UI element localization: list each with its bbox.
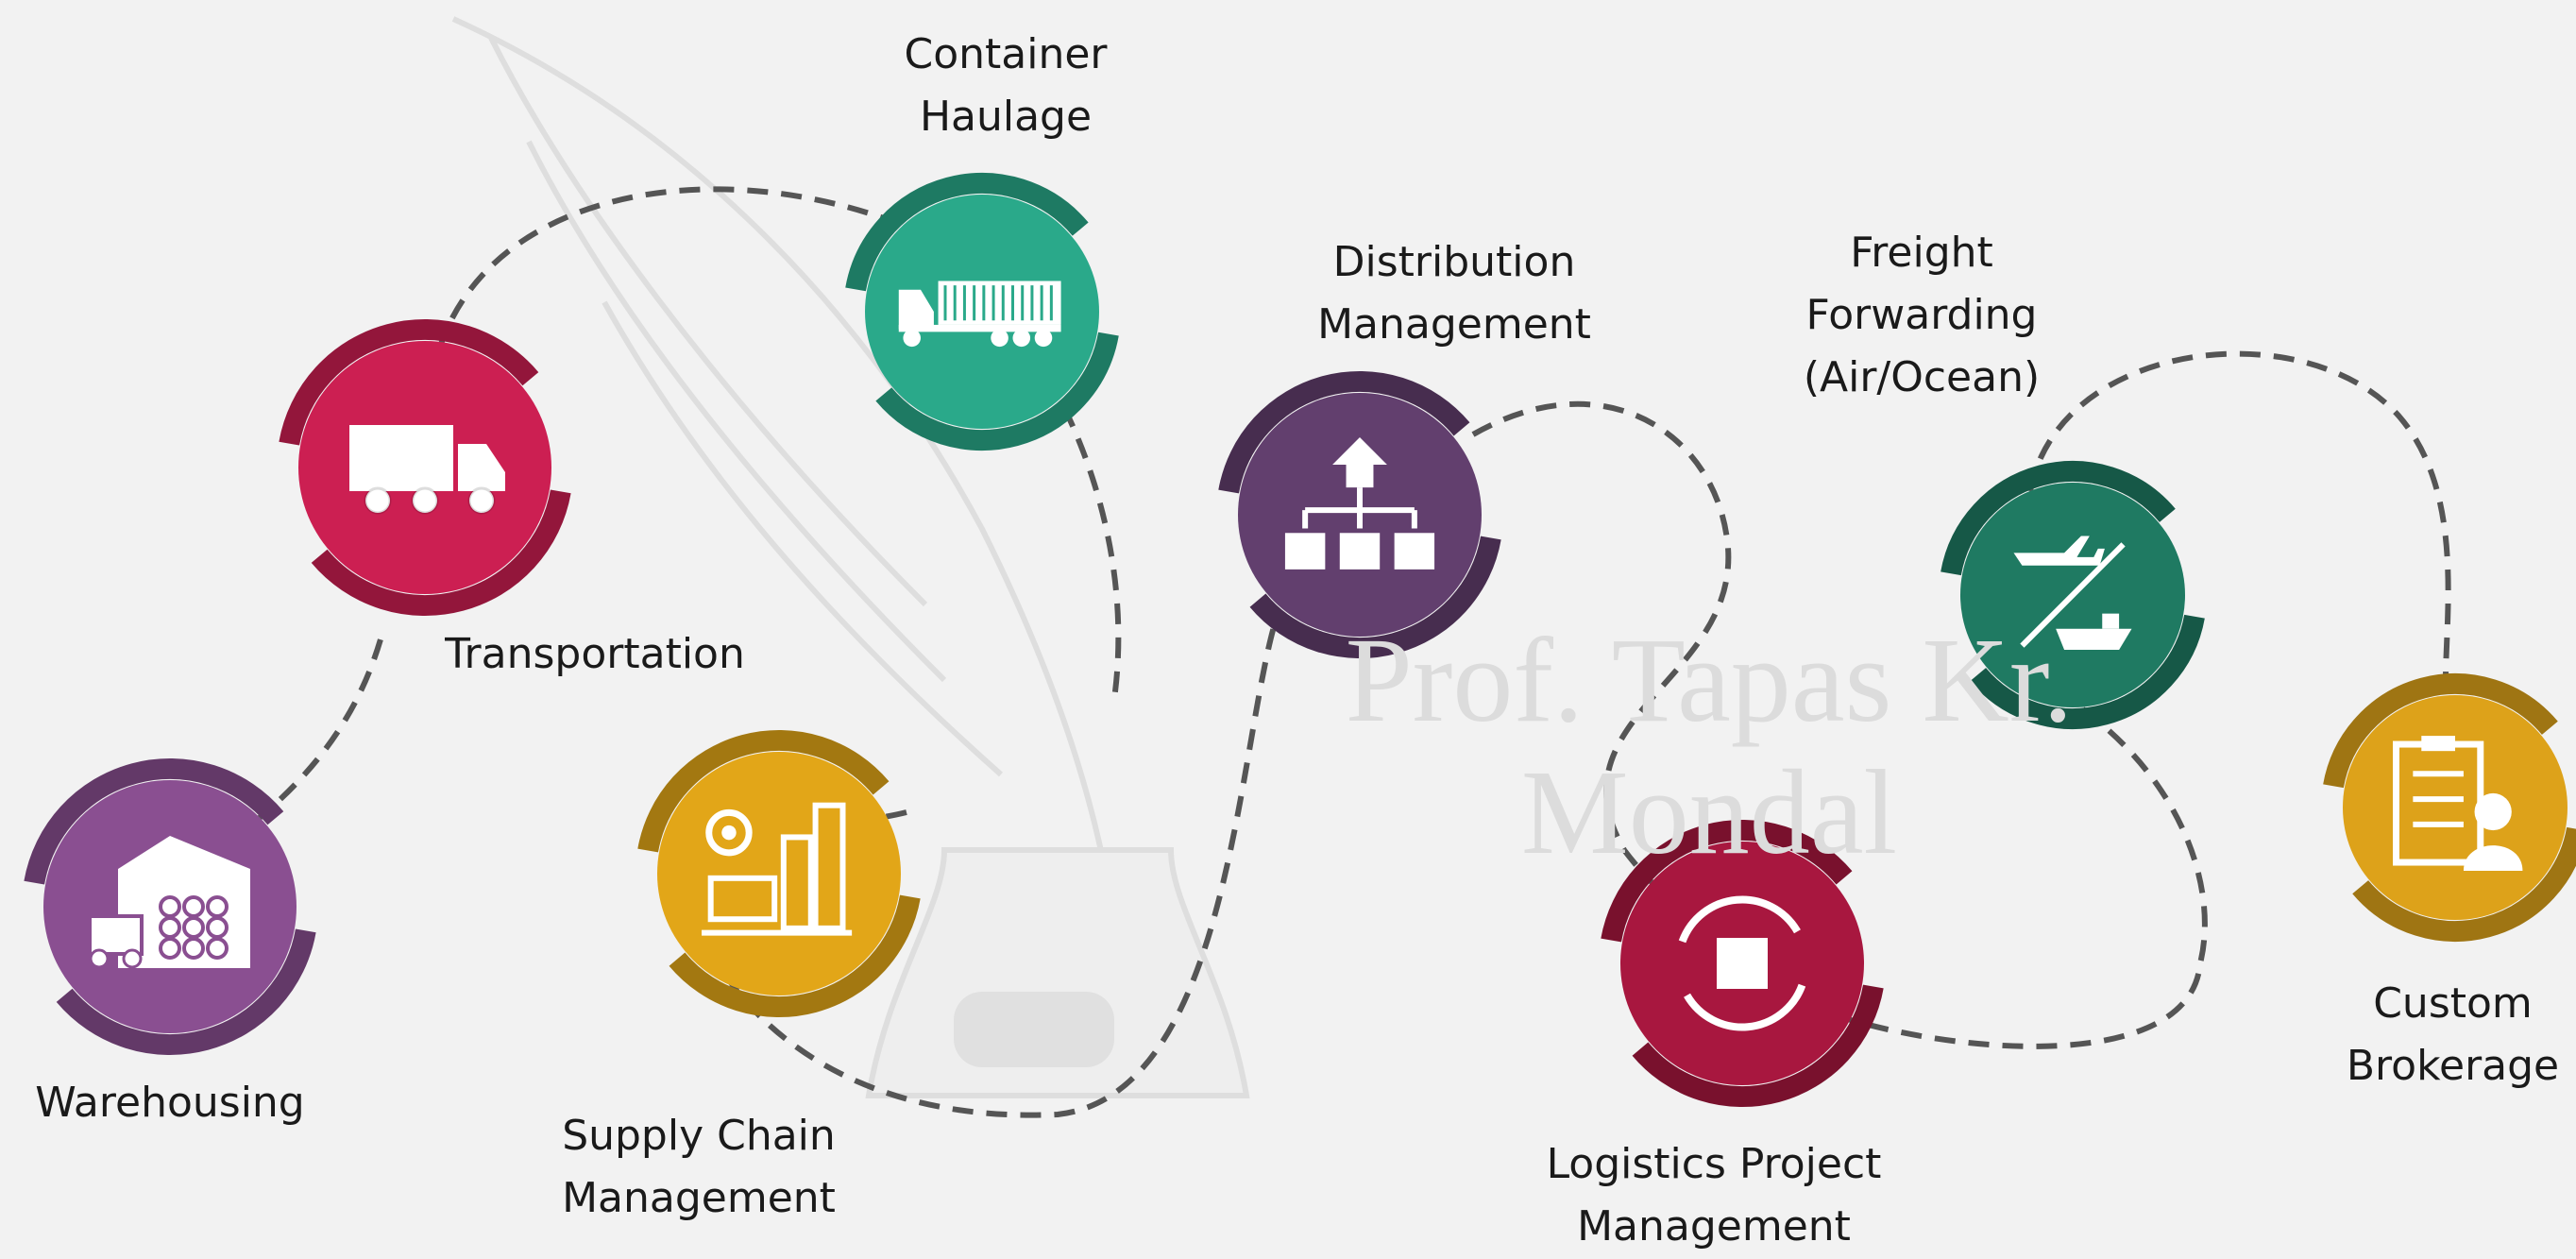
label-supply-chain: Supply Chain Management — [562, 1112, 836, 1222]
truck-icon — [349, 425, 505, 515]
label-custom-brokerage: Custom Brokerage — [2346, 979, 2560, 1090]
box-cycle-icon — [1678, 895, 1806, 1031]
customs-officer-icon — [2393, 736, 2523, 871]
container-truck-icon — [898, 281, 1061, 348]
node-freight-forwarding — [1940, 461, 2205, 729]
label-container-haulage: Container Haulage — [904, 30, 1108, 141]
node-logistics-project — [1601, 820, 1884, 1107]
distribution-hierarchy-icon — [1284, 437, 1435, 570]
label-distribution: Distribution Management — [1317, 238, 1591, 349]
node-supply-chain — [637, 730, 921, 1017]
node-transportation — [279, 319, 571, 616]
label-warehousing: Warehousing — [35, 1079, 305, 1127]
label-logistics-project: Logistics Project Management — [1546, 1140, 1882, 1250]
node-distribution — [1218, 371, 1501, 658]
label-freight-forwarding: Freight Forwarding (Air/Ocean) — [1803, 229, 2041, 401]
connector-path — [253, 186, 2451, 1118]
node-container-haulage — [845, 173, 1119, 451]
plane-ship-icon — [2013, 536, 2132, 651]
node-custom-brokerage — [2323, 673, 2576, 942]
warehouse-icon — [88, 836, 250, 969]
watermark: Prof. Tapas Kr. Mondal — [1345, 613, 2074, 879]
factory-icon — [702, 802, 853, 936]
feather-pen-decoration — [451, 16, 1250, 1098]
node-warehousing — [24, 758, 316, 1055]
label-transportation: Transportation — [445, 630, 745, 678]
